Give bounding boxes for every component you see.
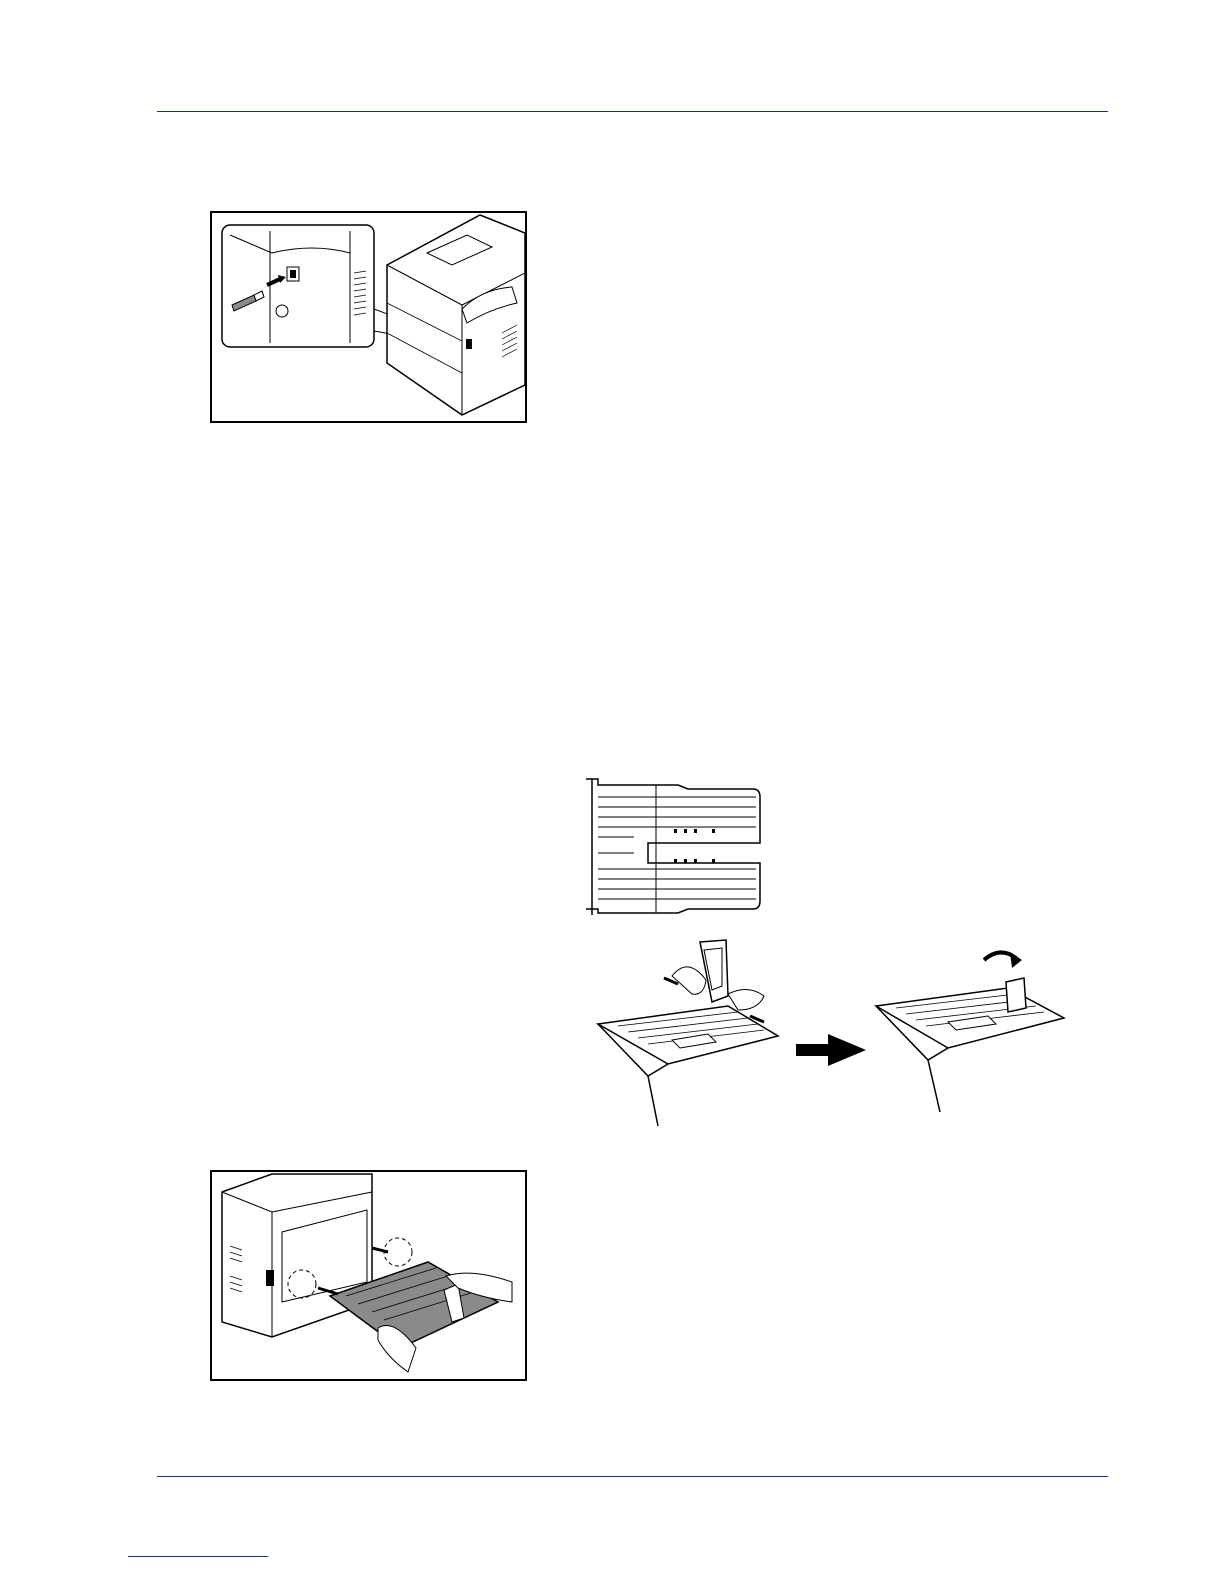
output-tray-top-figure [578,773,768,921]
footer-rule [157,1476,1108,1477]
header-rule [157,111,1108,112]
output-tray-stopper-steps-illustration [588,936,1068,1128]
output-tray-top-view-illustration [578,773,768,921]
usb-memory-insert-figure [210,211,527,423]
output-tray-steps-figure [588,936,1068,1128]
footnote-rule [128,1556,268,1557]
usb-memory-insert-illustration [212,213,525,421]
rear-output-tray-attach-illustration [212,1172,525,1379]
rear-tray-figure [210,1170,527,1381]
